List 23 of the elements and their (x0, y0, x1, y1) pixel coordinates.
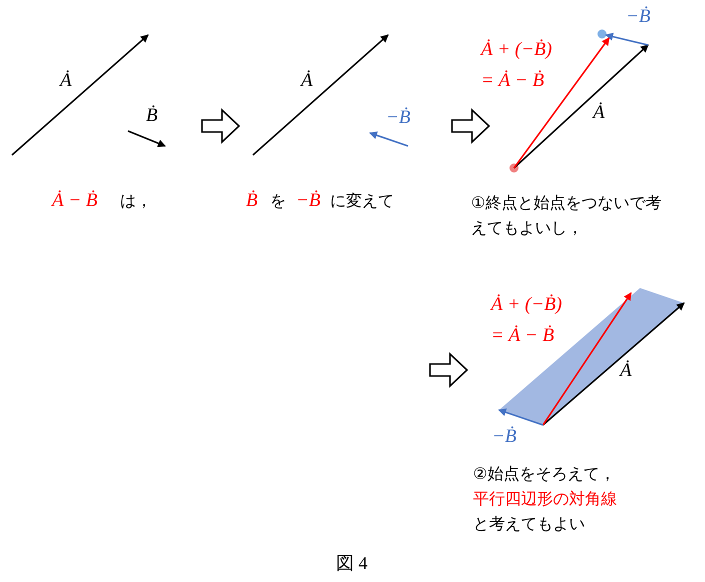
math-expression: Ȧ + (−Ḃ) (481, 38, 552, 62)
explanation-text: に変えて (330, 190, 394, 212)
vector-label: Ḃ (146, 104, 158, 128)
explanation-text: と考えてもよい (473, 513, 585, 535)
math-expression: −Ḃ (296, 189, 320, 213)
figure-caption: 図 4 (336, 552, 368, 575)
math-expression: = Ȧ − Ḃ (491, 324, 554, 348)
explanation-text: ②始点をそろえて， (473, 463, 616, 485)
vector-label: Ȧ (593, 101, 605, 125)
explanation-text: は， (120, 190, 152, 212)
vector-label: Ȧ (301, 69, 313, 93)
math-expression: Ḃ (246, 189, 258, 213)
explanation-text: ①終点と始点をつないで考えてもよいし， (471, 192, 662, 239)
math-expression: Ȧ + (−Ḃ) (491, 293, 562, 317)
math-expression: = Ȧ − Ḃ (481, 69, 544, 93)
vector-label: Ȧ (620, 359, 632, 383)
vector-label: −Ḃ (626, 5, 650, 29)
vector-label: −Ḃ (492, 425, 516, 449)
vector-label: Ȧ (60, 69, 72, 93)
explanation-text: 平行四辺形の対角線 (473, 488, 617, 510)
vector-label: −Ḃ (386, 106, 410, 130)
math-expression: Ȧ − Ḃ (52, 189, 98, 213)
explanation-text: を (270, 190, 286, 212)
